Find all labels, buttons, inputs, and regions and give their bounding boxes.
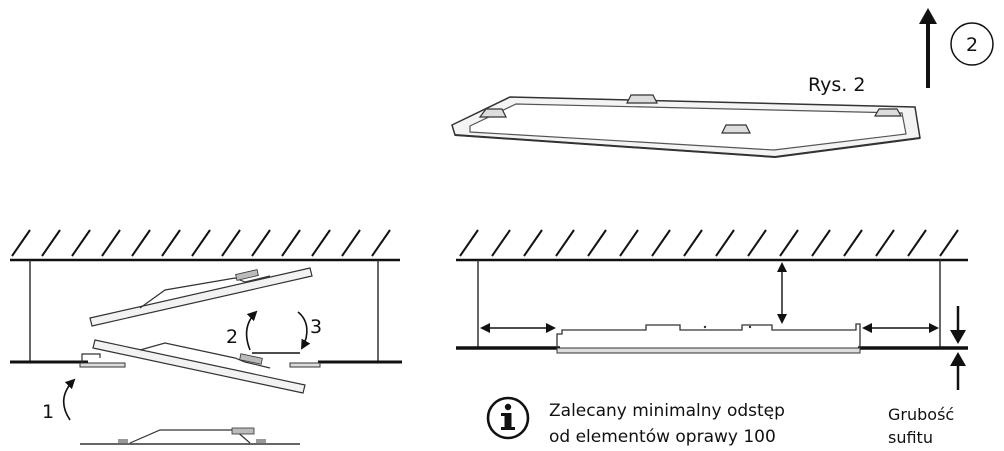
clip-front-icon [721, 124, 751, 134]
luminaire-tilted-lower [92, 339, 306, 394]
note-line-1: Zalecany minimalny odstęp [549, 401, 785, 421]
thickness-label-line-1: Grubość [888, 405, 954, 424]
frame-perspective-drawing [451, 94, 921, 158]
step-2-label: 2 [226, 326, 238, 348]
step-badge: 2 [950, 22, 994, 66]
arrow-step-1-icon [62, 378, 76, 421]
step-1-label: 1 [42, 401, 54, 423]
up-arrow-icon [919, 8, 937, 88]
ceiling-hatch-right [459, 229, 959, 257]
figure-label: Rys. 2 [808, 74, 865, 96]
installation-sequence-drawing [10, 229, 402, 445]
clip-top-icon [626, 94, 658, 104]
note-line-2: od elementów oprawy 100 [549, 427, 776, 447]
clip-left-icon [478, 108, 507, 118]
info-icon [486, 396, 530, 440]
luminaire-bottom [80, 427, 300, 445]
step-badge-number: 2 [966, 34, 978, 56]
arrow-step-2-icon [245, 310, 258, 351]
clearance-section-drawing [456, 229, 968, 390]
ceiling-hatch [11, 229, 391, 257]
thickness-label-line-2: sufitu [888, 428, 933, 447]
step-3-label: 3 [310, 316, 322, 338]
clip-right-icon [873, 108, 903, 117]
luminaire-tilted-upper [89, 267, 313, 327]
arrow-step-3-icon [297, 311, 311, 350]
